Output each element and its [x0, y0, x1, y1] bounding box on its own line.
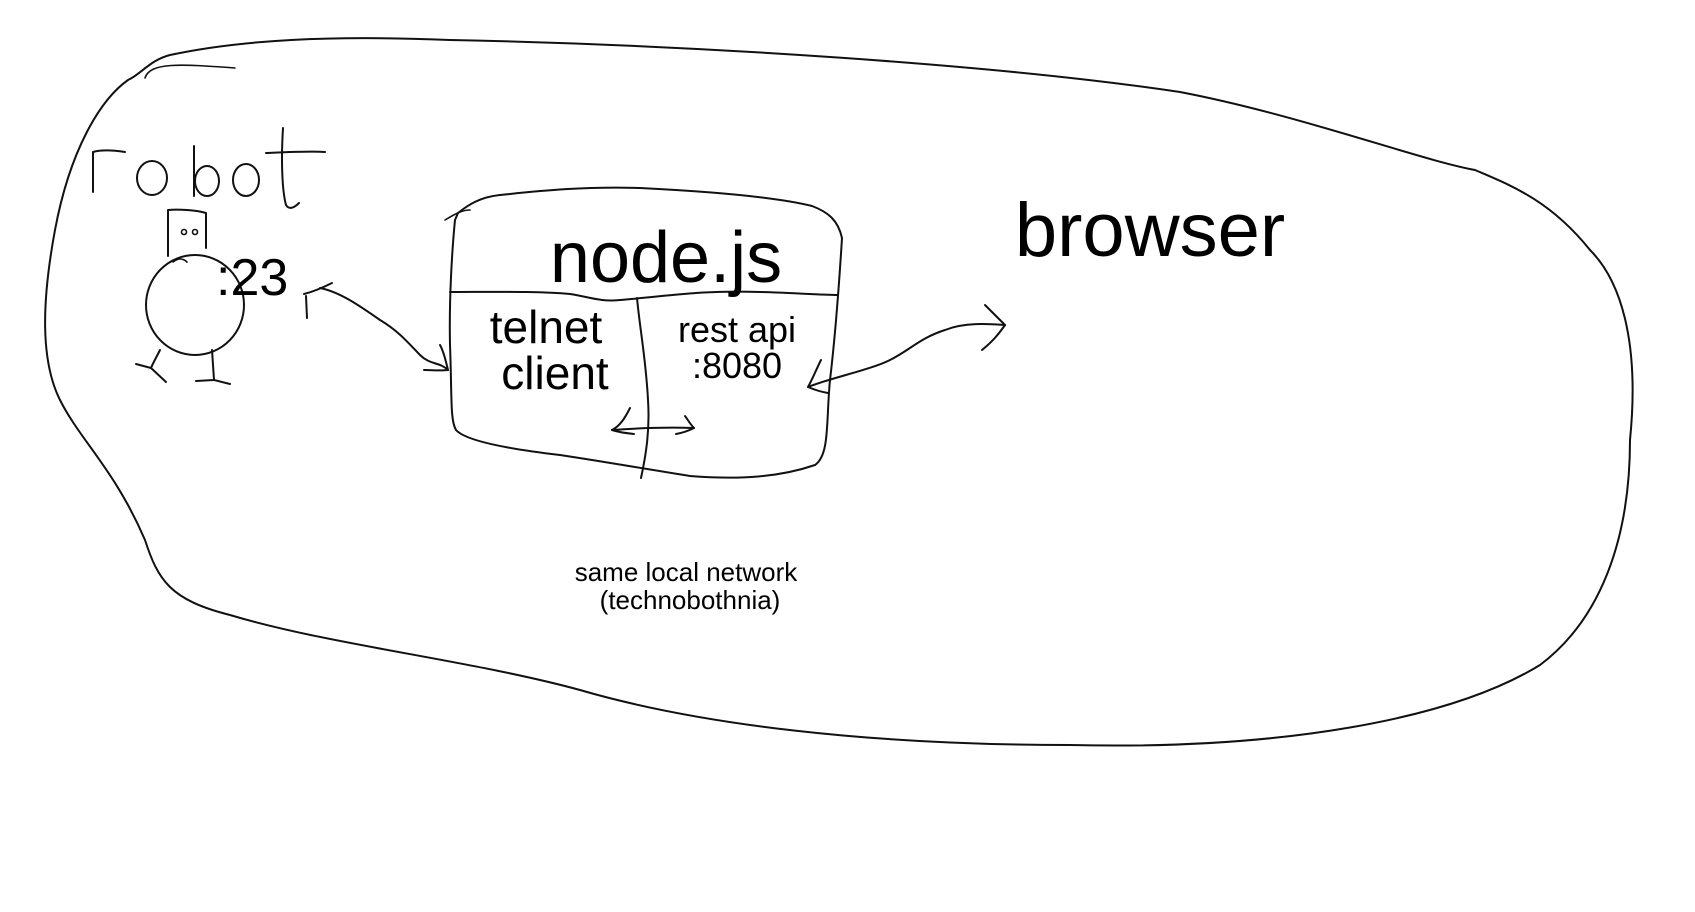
- robot-icon: [135, 208, 245, 385]
- robot-handwritten-label: [92, 127, 326, 209]
- robot-port-label: :23: [216, 249, 288, 307]
- internal-bidirectional-arrow: [611, 407, 695, 435]
- boundary-overlap-stroke: [144, 64, 236, 79]
- nodejs-divider-vertical: [636, 297, 650, 479]
- robot-telnet-arrow: [303, 282, 449, 372]
- rest-api-label-line1: rest api: [678, 309, 796, 350]
- nodejs-title: node.js: [550, 218, 782, 298]
- network-label-line2: (technobothnia): [600, 585, 781, 615]
- network-boundary: [44, 37, 1634, 747]
- restapi-browser-arrow: [807, 304, 1006, 394]
- nodejs-box: [448, 186, 843, 479]
- telnet-client-label-line1: telnet: [490, 301, 603, 353]
- rest-api-label-line2: :8080: [692, 345, 782, 386]
- telnet-client-label-line2: client: [501, 347, 609, 399]
- network-label-line1: same local network: [575, 557, 799, 587]
- nodejs-box-overlap: [444, 209, 471, 221]
- nodejs-divider-horizontal: [449, 290, 839, 302]
- browser-label: browser: [1015, 188, 1285, 273]
